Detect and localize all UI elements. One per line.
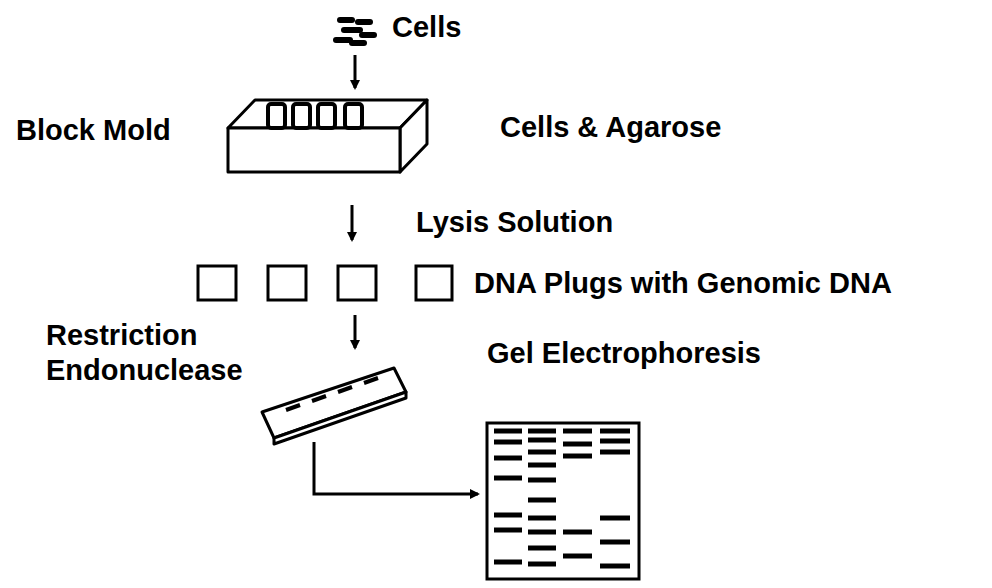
block-mold-label: Block Mold	[16, 113, 216, 148]
block-mold	[228, 100, 427, 172]
enzyme-label: Restriction Endonuclease	[46, 318, 271, 388]
cells-label: Cells	[392, 10, 592, 45]
lysis-label: Lysis Solution	[416, 205, 676, 240]
mold-contents-label: Cells & Agarose	[500, 110, 800, 145]
gel-image	[487, 423, 639, 579]
gel-tray	[262, 368, 406, 444]
dna-plugs	[198, 266, 452, 300]
flow-arrow	[314, 442, 478, 494]
cells-icon	[336, 20, 374, 43]
electrophoresis-label: Gel Electrophoresis	[487, 336, 762, 371]
plugs-label: DNA Plugs with Genomic DNA	[474, 266, 988, 301]
